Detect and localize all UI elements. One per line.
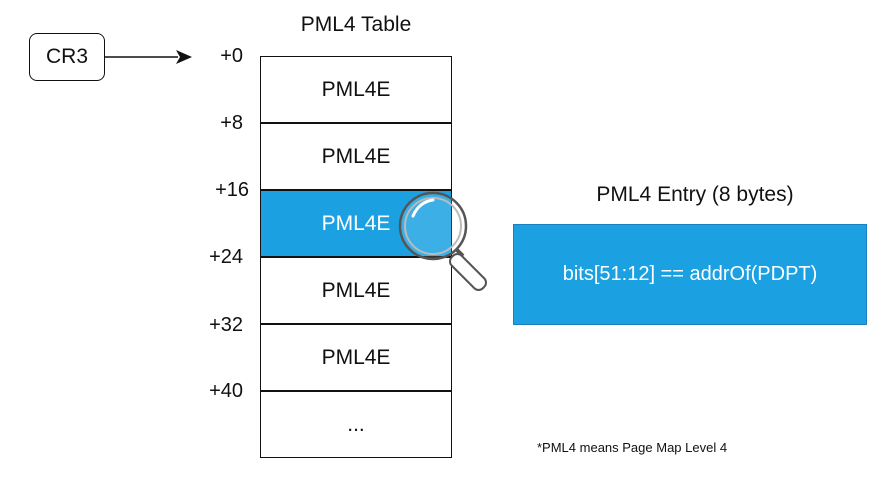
entry-detail-content: bits[51:12] == addrOf(PDPT) [562,263,818,285]
entry-label: PML4E [321,144,391,168]
entry-label: PML4E [321,77,391,101]
table-title: PML4 Table [300,13,412,36]
offset-label: +8 [220,112,243,134]
entry-label: PML4E [321,345,391,369]
entry-label: ... [347,412,365,436]
table-entry: PML4E [260,56,452,123]
offset-label: +16 [215,179,249,201]
offset-label: +40 [209,380,243,402]
table-entry: PML4E [260,257,452,324]
table-entry: PML4E [260,123,452,190]
table-entry: PML4E [260,324,452,391]
arrow-right-icon [105,50,192,64]
cr3-label: CR3 [45,45,88,68]
cr3-register: CR3 [29,33,105,81]
entry-label: PML4E [321,278,391,302]
magnifier-icon [398,191,488,292]
entry-label: PML4E [321,211,391,235]
entry-detail-box: bits[51:12] == addrOf(PDPT) [513,224,867,325]
offset-label: +32 [209,314,243,336]
offset-label: +0 [220,45,243,67]
offset-label: +24 [209,246,243,268]
footnote: *PML4 means Page Map Level 4 [537,440,728,455]
entry-detail-title: PML4 Entry (8 bytes) [596,183,794,206]
table-entry: ... [260,391,452,458]
